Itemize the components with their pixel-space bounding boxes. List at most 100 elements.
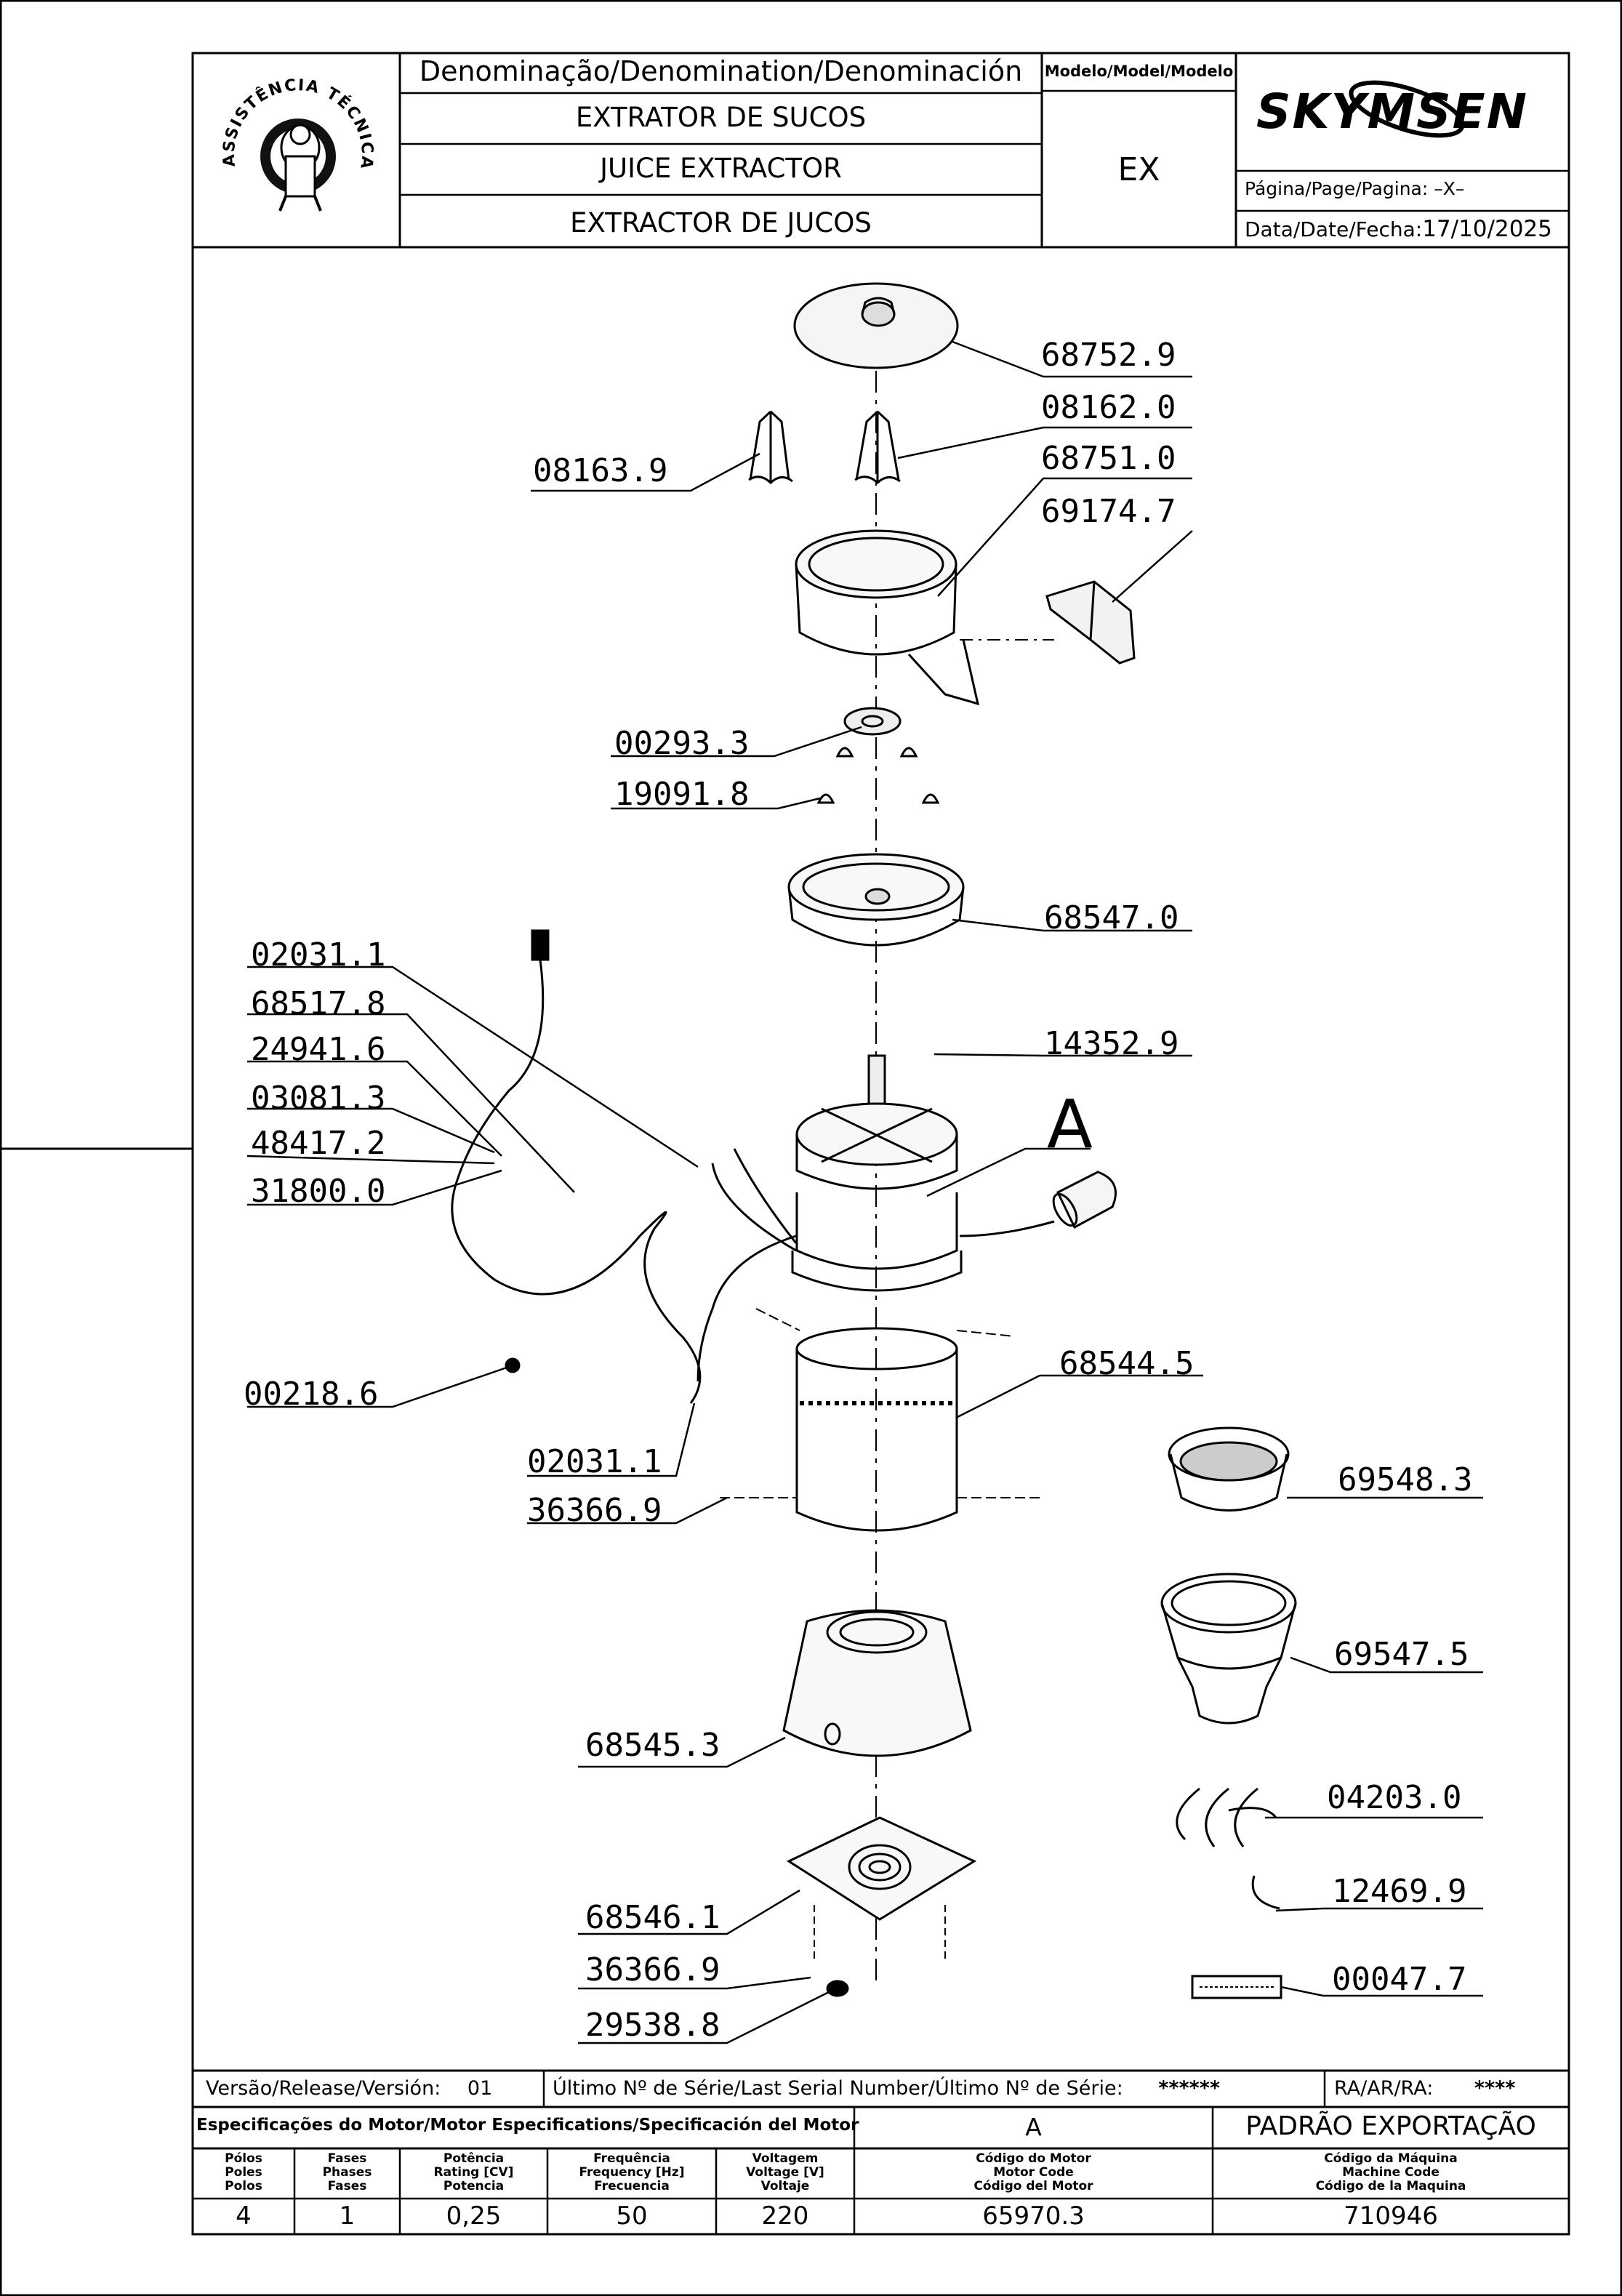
spec-column-value: 50 [616,2201,648,2231]
ra-value: **** [1474,2077,1516,2100]
page-field: Página/Page/Pagina: –X– [1245,178,1464,199]
brand-swoosh-icon [1349,80,1465,138]
spec-header-line: Frequência [593,2151,670,2166]
ra-field: RA/AR/RA: **** [1334,2077,1515,2100]
cup-drawing [1160,1573,1297,1725]
spec-header-line: Rating [CV] [433,2165,514,2180]
motor-spec-label: Especificações do Motor/Motor Especifica… [196,2116,859,2135]
plug-drawing [505,1357,521,1373]
part-number-label: 69548.3 [1338,1461,1473,1498]
spec-header-line: Código del Motor [973,2179,1093,2193]
spec-column-value: 4 [236,2201,252,2231]
housing-drawing [720,1308,1040,1532]
product-name-en: JUICE EXTRACTOR [600,153,842,184]
part-number-label: 48417.2 [251,1125,386,1162]
part-number-label: 02031.1 [527,1443,662,1480]
spec-header-line: Fases [327,2151,367,2166]
spec-column-value: 710946 [1344,2201,1438,2231]
reamer-large-drawing [748,410,793,485]
version-label: Versão/Release/Versión: [206,2077,441,2100]
spec-header-line: Código de la Maquina [1315,2179,1466,2193]
part-number-label: 36366.9 [585,1951,720,1988]
date-value: 17/10/2025 [1422,216,1552,242]
reamer-small-drawing [854,410,901,485]
part-number-label: 69547.5 [1334,1636,1469,1673]
power-cable-drawing [451,929,798,1404]
stamp-icon: ASSISTÊNCIA TÉCNICA AUTORIZADA [200,48,374,212]
seat-drawing [787,853,965,947]
part-number-label: 68547.0 [1044,899,1179,936]
part-number-label: 24941.6 [251,1031,386,1068]
part-number-label: 12469.9 [1332,1873,1467,1910]
serial-label: Último Nº de Série/Last Serial Number/Úl… [553,2077,1123,2100]
motor-callout: A [1047,1085,1093,1163]
part-number-label: 36366.9 [527,1492,662,1529]
spec-header-line: Voltage [V] [746,2165,824,2180]
knobs-drawing [816,747,940,804]
product-name-pt: EXTRATOR DE SUCOS [575,102,867,133]
part-number-label: 04203.0 [1327,1779,1462,1816]
part-number-label: 19091.8 [614,776,750,813]
spec-header-line: Machine Code [1342,2165,1440,2180]
bowl-drawing [795,529,980,706]
spec-column-value: 0,25 [446,2201,502,2231]
part-number-label: 68544.5 [1059,1345,1195,1382]
motor-ref: A [1025,2113,1042,2141]
spec-header-line: Polos [225,2179,262,2193]
page-label: Página/Page/Pagina: [1245,178,1429,199]
spec-header-line: Potencia [443,2179,505,2193]
base-drawing [782,1609,972,1757]
model-value: EX [1117,151,1160,188]
lid-drawing [793,282,959,369]
spec-header-line: Motor Code [993,2165,1074,2180]
spec-header-line: Voltagem [752,2151,819,2166]
filter-cup-drawing [1168,1426,1290,1512]
date-field: Data/Date/Fecha:17/10/2025 [1245,216,1552,242]
serial-field: Último Nº de Série/Last Serial Number/Úl… [553,2077,1220,2100]
spec-column-value: 65970.3 [982,2201,1085,2231]
part-number-label: 31800.0 [251,1173,386,1210]
brand-logo: SKYMSEN [1256,84,1528,140]
spec-header-line: Phases [322,2165,372,2180]
spec-column-value: 1 [339,2201,356,2231]
spec-header-line: Poles [225,2165,262,2180]
spec-header-line: Frecuencia [594,2179,670,2193]
authorized-service-stamp: ASSISTÊNCIA TÉCNICA AUTORIZADA [200,48,389,240]
date-label: Data/Date/Fecha: [1245,217,1423,241]
spec-header-line: Voltaje [760,2179,810,2193]
version-value: 01 [467,2077,493,2100]
part-number-label: 68545.3 [585,1727,720,1764]
page-value: –X– [1434,178,1465,199]
bottom-plate-drawing [786,1816,977,1997]
spec-header-line: Fases [327,2179,367,2193]
product-name-es: EXTRACTOR DE JUCOS [570,207,872,238]
part-number-label: 68517.8 [251,985,386,1022]
part-number-label: 02031.1 [251,936,386,974]
part-number-label: 29538.8 [585,2007,720,2044]
part-number-label: 03081.3 [251,1080,386,1117]
motor-drawing [791,1054,963,1292]
spec-header-line: Pólos [225,2151,262,2166]
spec-header-line: Frequency [Hz] [579,2165,685,2180]
spring-drawing [1176,1787,1277,1847]
part-number-label: 00218.6 [244,1376,379,1413]
part-number-label: 08162.0 [1041,389,1176,426]
part-number-label: 69174.7 [1041,493,1176,530]
spec-column-value: 220 [761,2201,809,2231]
capacitor-drawing [959,1171,1117,1237]
export-standard: PADRÃO EXPORTAÇÃO [1245,2111,1536,2141]
part-number-label: 68751.0 [1041,440,1176,477]
part-number-label: 14352.9 [1044,1025,1179,1062]
part-number-label: 08163.9 [533,452,668,489]
spec-header-line: Código do Motor [976,2151,1091,2166]
